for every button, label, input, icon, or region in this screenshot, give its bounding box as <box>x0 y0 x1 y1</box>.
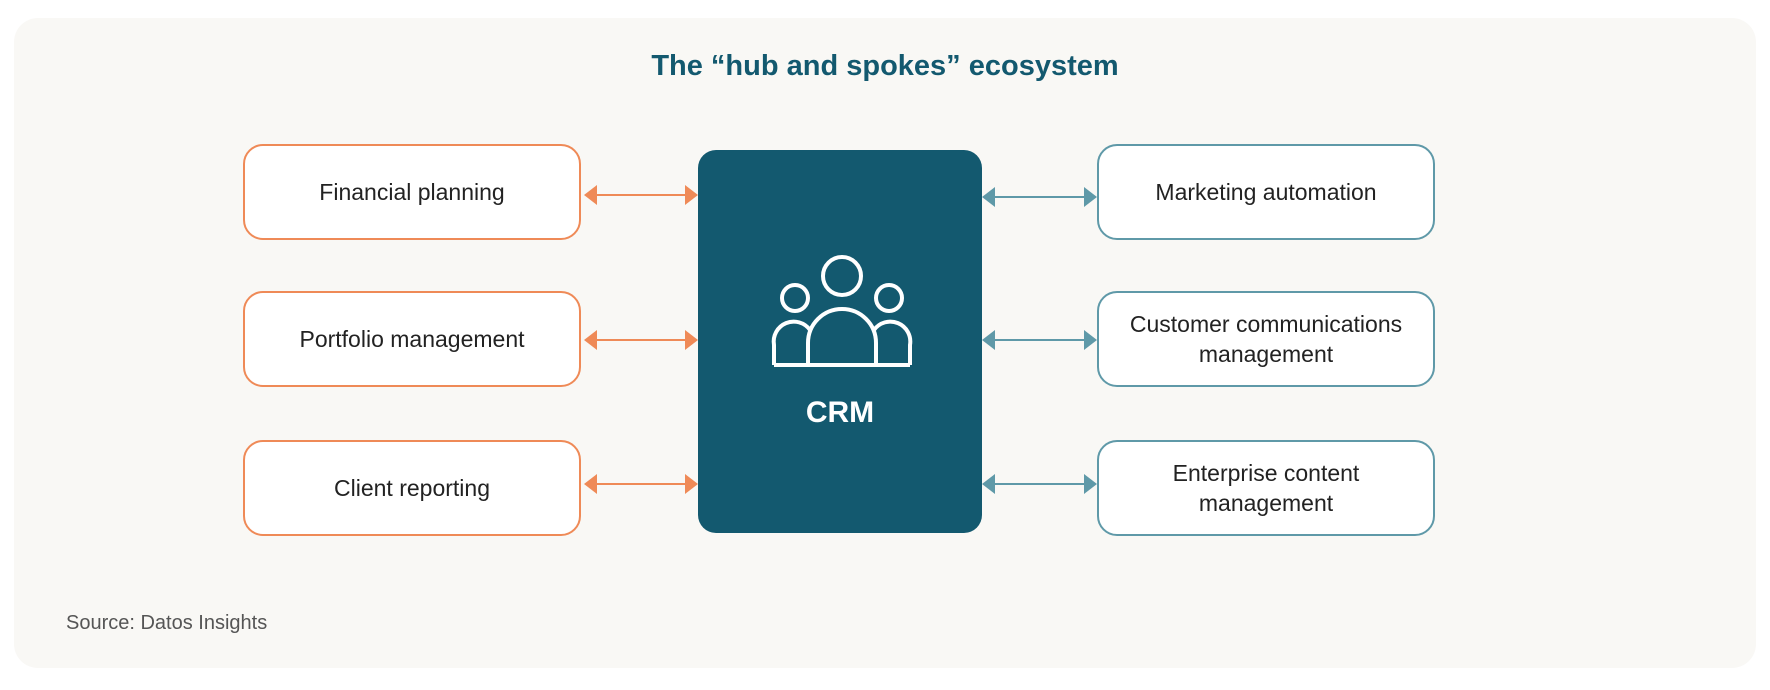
spoke-marketing-automation: Marketing automation <box>1097 144 1435 240</box>
diagram-title: The “hub and spokes” ecosystem <box>651 50 1119 82</box>
spoke-client-reporting: Client reporting <box>243 440 581 536</box>
crm-hub: CRM <box>698 150 982 533</box>
hub-label: CRM <box>805 396 875 429</box>
left-connector-2 <box>584 330 698 350</box>
spoke-portfolio-management: Portfolio management <box>243 291 581 387</box>
source-note: Source: Datos Insights <box>66 612 268 634</box>
spoke-enterprise-content: Enterprise content management <box>1097 440 1435 536</box>
right-connector-1 <box>982 187 1097 207</box>
right-connector-3 <box>982 474 1097 494</box>
right-connector-2 <box>982 330 1097 350</box>
spoke-customer-communications: Customer communications management <box>1097 291 1435 387</box>
left-connector-1 <box>584 185 698 205</box>
spoke-financial-planning: Financial planning <box>243 144 581 240</box>
users-group-icon <box>771 255 913 367</box>
left-connector-3 <box>584 474 698 494</box>
